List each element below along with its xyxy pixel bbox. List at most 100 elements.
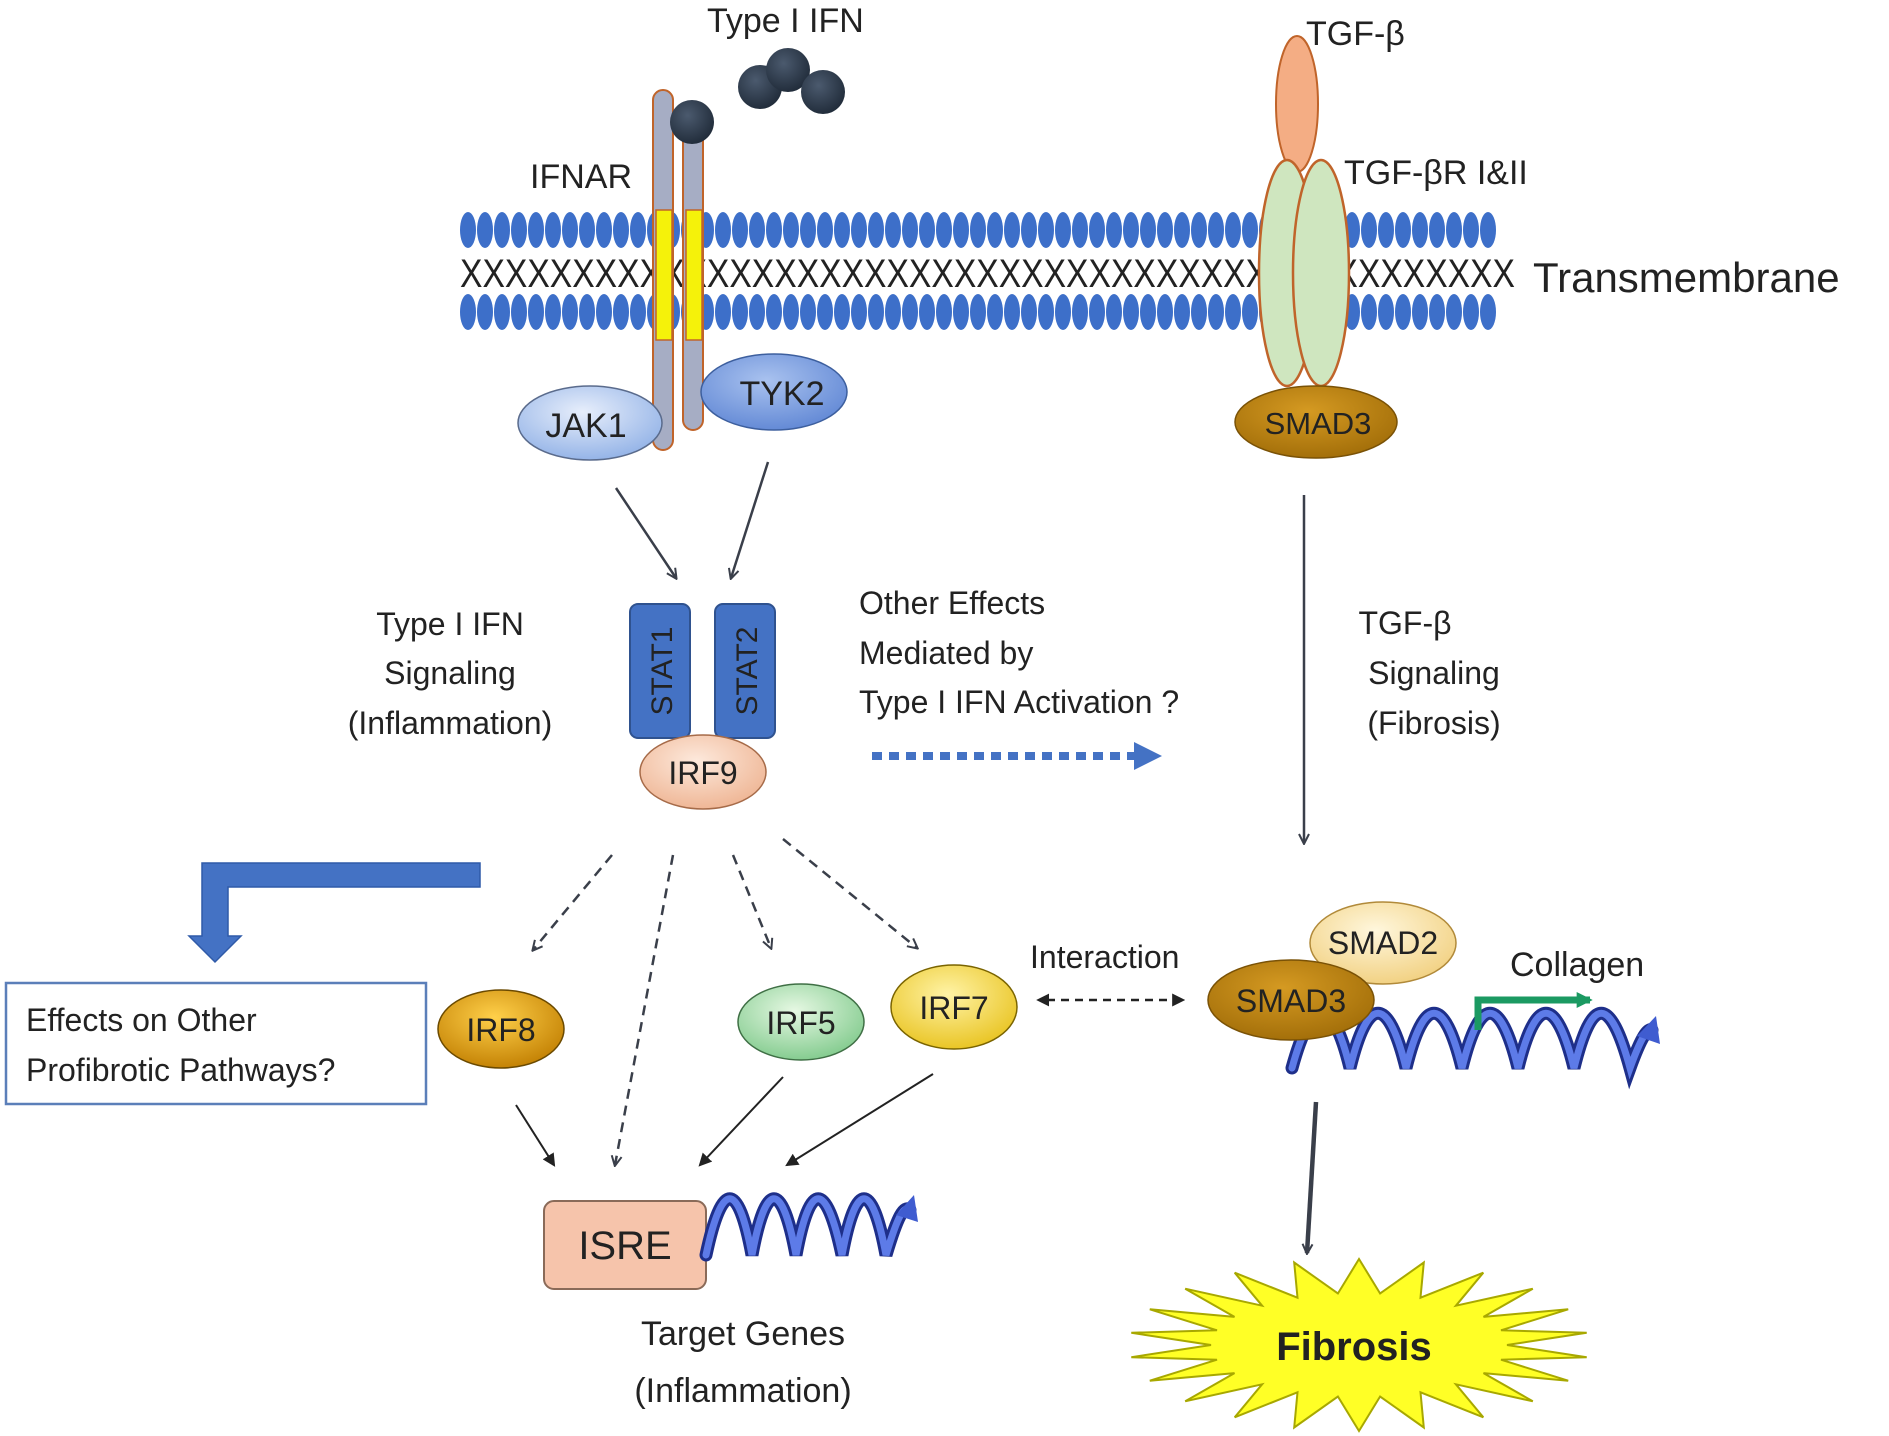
arrow-irf7-to-isre [785,1073,934,1167]
membrane-bead [1038,294,1054,330]
tyk2-label: TYK2 [739,375,824,413]
dashed-arrow-irf9-to-irf8 [533,854,613,950]
membrane-bead [545,212,561,248]
membrane-bead [1225,212,1241,248]
tgfb-signaling-line-2: Signaling [1368,655,1500,691]
membrane-bead [868,294,884,330]
smad2-node: SMAD2 [1309,901,1457,985]
irf5-label: IRF5 [766,1005,835,1041]
membrane-bead [1123,294,1139,330]
membrane-bead [545,294,561,330]
membrane-bead [1106,294,1122,330]
type1-ifn-label: Type I IFN [707,2,864,40]
tgfb-signaling-caption: TGF-β Signaling (Fibrosis) [1358,605,1500,741]
membrane-bead [1225,294,1241,330]
membrane-bead [1395,212,1411,248]
dashed-arrow-irf9-to-isre [615,854,675,1165]
membrane-bead [562,294,578,330]
membrane-bead [987,294,1003,330]
membrane-lipid-pattern: XXXXXXXXXXXXXXXXXXXXXXXXXXXXXXXXXXXXXXXX… [460,252,1515,296]
membrane-bead [460,212,476,248]
stat2-node: STAT2 [714,603,776,739]
arrow-irf8-to-isre [515,1104,556,1167]
membrane-bead [834,294,850,330]
membrane-bead [834,212,850,248]
membrane-bead [1089,294,1105,330]
membrane-bead [851,294,867,330]
stat1-node: STAT1 [629,603,691,739]
irf8-label: IRF8 [466,1012,535,1048]
membrane-bead [1242,212,1258,248]
membrane-bead [936,212,952,248]
membrane-bead [885,212,901,248]
membrane-bead [970,212,986,248]
membrane-bead [1072,294,1088,330]
membrane-bead [1072,212,1088,248]
membrane-bead [1361,294,1377,330]
membrane-bead [1412,212,1428,248]
membrane-bead [1174,294,1190,330]
membrane-bead [783,212,799,248]
membrane-bead [1157,294,1173,330]
stat1-label: STAT1 [646,627,679,716]
membrane-bead [1174,212,1190,248]
membrane-bead [630,212,646,248]
membrane-bead [1429,212,1445,248]
membrane-bead [953,212,969,248]
smad2-label: SMAD2 [1328,925,1438,961]
arrow-jak1-to-stat [614,487,676,578]
membrane-bead [715,294,731,330]
membrane-bead [936,294,952,330]
tyk2-node: TYK2 [700,353,848,431]
jak1-label: JAK1 [545,407,626,445]
membrane-bead [783,294,799,330]
irf5-node: IRF5 [737,983,865,1061]
membrane-bead [1429,294,1445,330]
membrane-bead [1463,294,1479,330]
membrane-bead [1463,212,1479,248]
other-effects-line-1: Other Effects [859,585,1045,621]
membrane-bead [1446,212,1462,248]
membrane-bead [1021,212,1037,248]
membrane-bead [1191,294,1207,330]
membrane-bead [1208,212,1224,248]
isre-element: ISRE [543,1200,707,1290]
dashed-arrow-irf9-to-irf7 [782,838,917,948]
membrane-bead [1038,212,1054,248]
membrane-bead [596,212,612,248]
membrane-bead [1378,294,1394,330]
ifnar-receptor [652,89,704,451]
membrane-bead [766,294,782,330]
membrane-bead [987,212,1003,248]
membrane-bead [613,294,629,330]
tgfb-signaling-line-1: TGF-β [1358,605,1451,641]
membrane-bead [1446,294,1462,330]
membrane-bead [732,294,748,330]
membrane-bead [511,294,527,330]
arrow-tyk2-to-stat [731,461,770,578]
membrane-bead [1140,212,1156,248]
collagen-label: Collagen [1510,946,1644,984]
target-genes-caption: Target Genes (Inflammation) [634,1315,851,1410]
membrane-bead [1480,212,1496,248]
type1-ifn-signaling-caption: Type I IFN Signaling (Inflammation) [348,606,553,741]
jak1-node: JAK1 [517,385,663,461]
membrane-bead [919,294,935,330]
membrane-bead [477,212,493,248]
membrane-bead [1106,212,1122,248]
ifnar-label: IFNAR [530,158,632,196]
membrane-bead [579,212,595,248]
effects-box-line-1: Effects on Other [26,1002,257,1038]
effects-profibrotic-box: Effects on Other Profibrotic Pathways? [4,981,428,1106]
membrane-bead [1089,212,1105,248]
membrane-bead [800,212,816,248]
interaction-label: Interaction [1030,939,1179,975]
membrane-bead [885,294,901,330]
irf8-node: IRF8 [437,989,565,1069]
isre-dna-helix [699,1192,918,1262]
effects-box-line-2: Profibrotic Pathways? [26,1052,335,1088]
membrane-bead [1004,294,1020,330]
membrane-bead [1191,212,1207,248]
arrow-to-fibrosis [1307,1101,1319,1253]
membrane-bead [749,294,765,330]
